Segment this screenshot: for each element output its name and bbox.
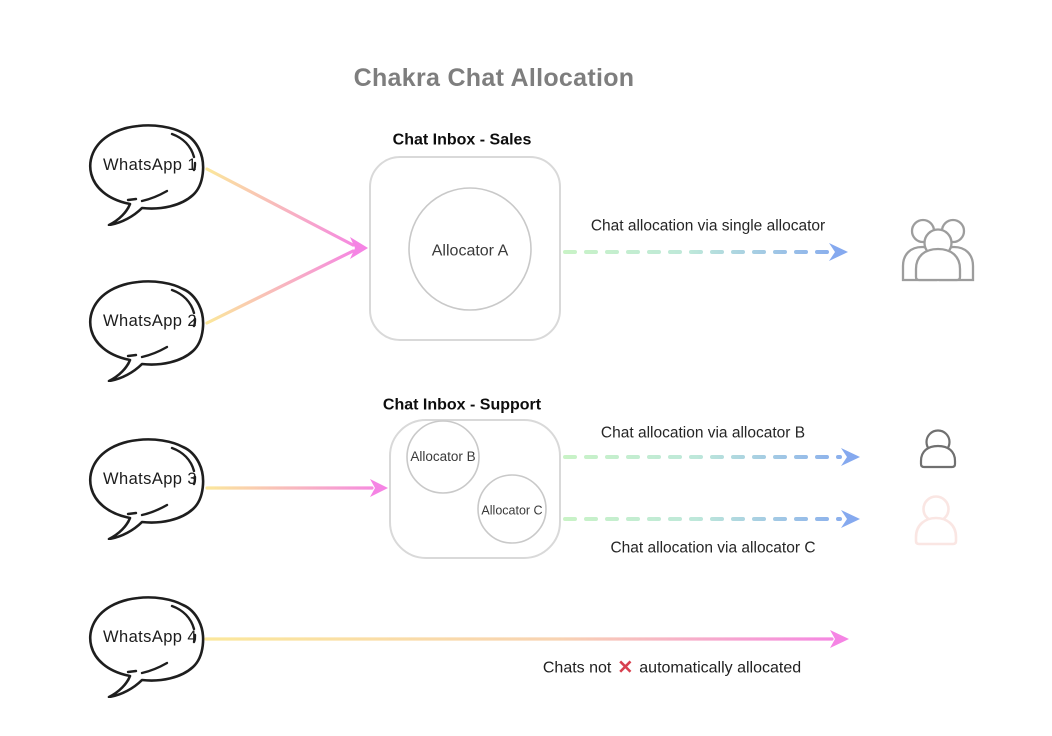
arrowhead <box>830 630 849 648</box>
support-inbox-box <box>389 419 561 559</box>
allocator-b-circle <box>406 420 480 494</box>
flow-label-single-allocator: Chat allocation via single allocator <box>590 217 826 235</box>
allocator-a-label: Allocator A <box>431 242 509 260</box>
arrow-whatsapp2-to-sales <box>205 237 368 325</box>
dashed-arrow-allocator-c <box>563 510 860 528</box>
arrowhead <box>829 243 848 261</box>
arrowhead <box>841 448 860 466</box>
arrowhead <box>841 510 860 528</box>
x-mark-icon: ✕ <box>617 657 634 679</box>
sales-inbox-title: Chat Inbox - Sales <box>392 131 532 149</box>
unallocated-label: Chats not ✕ automatically allocated <box>543 657 801 680</box>
arrow-whatsapp4-unallocated <box>204 630 849 648</box>
whatsapp-4-label: WhatsApp 4 <box>103 628 197 647</box>
dashed-arrow-allocator-b <box>563 448 860 466</box>
flow-label-allocator-c: Chat allocation via allocator C <box>610 539 816 557</box>
flow-label-allocator-b: Chat allocation via allocator B <box>600 424 806 442</box>
user-icon <box>919 429 957 469</box>
sales-inbox-box <box>369 156 561 341</box>
user-faded-icon <box>914 495 958 546</box>
whatsapp-1-label: WhatsApp 1 <box>103 156 197 175</box>
dashed-arrow-sales-to-recipients <box>563 243 848 261</box>
allocator-c-circle <box>477 474 547 544</box>
arrowhead <box>370 479 388 497</box>
allocator-b-label: Allocator B <box>410 448 476 464</box>
allocator-a-circle <box>408 187 532 311</box>
arrow-whatsapp1-to-sales <box>205 167 355 247</box>
arrowhead <box>350 237 368 259</box>
unallocated-suffix: automatically allocated <box>639 659 802 677</box>
diagram-title: Chakra Chat Allocation <box>353 64 635 92</box>
allocator-c-label: Allocator C <box>481 503 543 518</box>
users-group-icon <box>901 218 975 282</box>
arrow-whatsapp3-to-support <box>205 479 388 497</box>
support-inbox-title: Chat Inbox - Support <box>382 396 542 414</box>
whatsapp-3-label: WhatsApp 3 <box>103 470 197 489</box>
whatsapp-2-label: WhatsApp 2 <box>103 312 197 331</box>
unallocated-prefix: Chats not <box>542 659 612 677</box>
